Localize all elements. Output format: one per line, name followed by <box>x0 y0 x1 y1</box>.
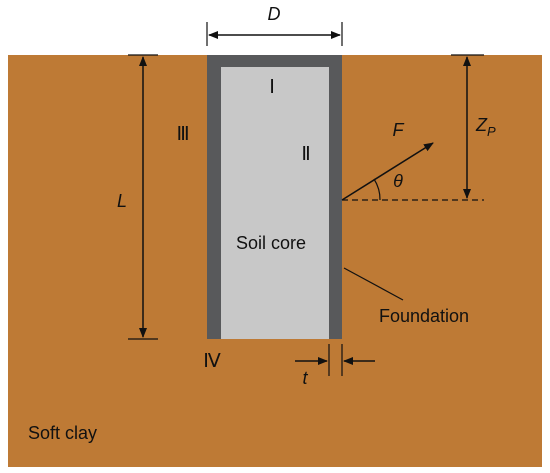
foundation-label: Foundation <box>379 306 469 326</box>
soil-core-label: Soil core <box>236 233 306 253</box>
foundation-wall <box>207 55 342 339</box>
foundation-leader-line <box>343 267 404 301</box>
zone-2-label: Ⅱ <box>301 144 310 165</box>
soil-core-region <box>220 65 329 339</box>
angle-arc <box>373 178 381 201</box>
zone-3-label: Ⅲ <box>176 124 189 145</box>
diameter-label: D <box>268 4 281 24</box>
zone-1-label: Ⅰ <box>269 77 275 98</box>
force-label: F <box>393 120 405 140</box>
zp-label: ZP <box>475 115 496 139</box>
length-label: L <box>117 191 127 211</box>
angle-label: θ <box>393 171 403 191</box>
zp-label-subscript: P <box>487 124 496 139</box>
zp-label-main: Z <box>475 115 488 135</box>
zone-4-label: Ⅳ <box>203 351 221 372</box>
thickness-label: t <box>302 368 308 388</box>
force-arrow <box>341 142 434 201</box>
soft-clay-label: Soft clay <box>28 423 97 443</box>
